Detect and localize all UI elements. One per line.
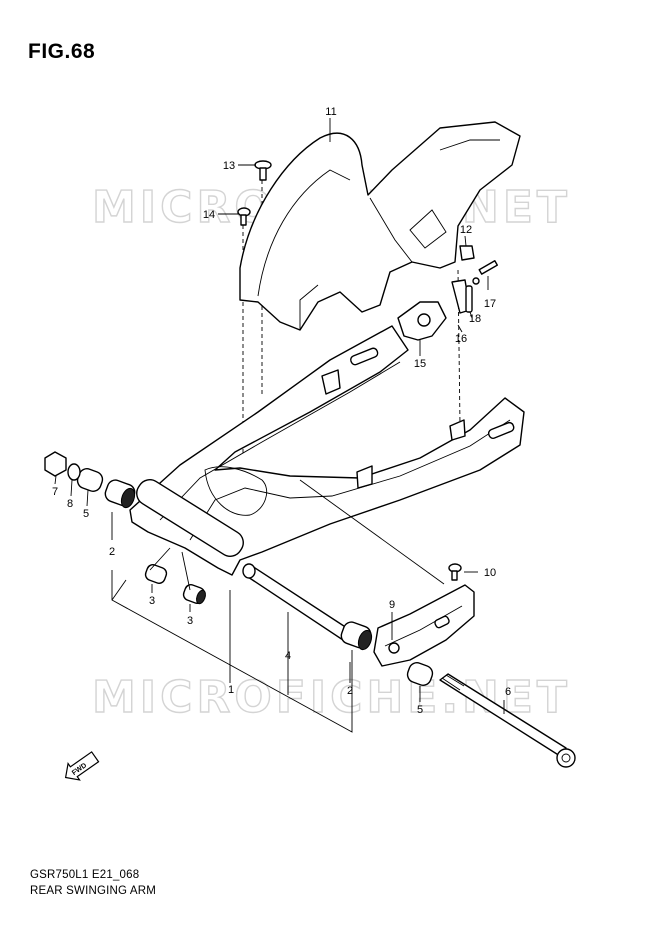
forward-arrow-icon: FWD [64, 751, 100, 781]
callout-2-right: 2 [347, 685, 353, 697]
callout-17: 17 [484, 298, 496, 310]
callout-1: 1 [228, 684, 234, 696]
callout-5-left: 5 [83, 508, 89, 520]
callout-9: 9 [389, 599, 395, 611]
adjuster-part-15 [397, 301, 447, 341]
nut-washer-parts-7-8 [44, 451, 81, 481]
callout-3-left: 3 [149, 595, 155, 607]
leader-lines [54, 118, 505, 714]
rear-fender-part-11 [239, 121, 521, 331]
callout-8: 8 [67, 498, 73, 510]
swing-arm-part-1 [129, 325, 525, 576]
callout-5-right: 5 [417, 704, 423, 716]
chain-guide-part-9 [373, 563, 475, 667]
callout-2-left: 2 [109, 546, 115, 558]
bolts-12-13-14-17 [237, 160, 498, 285]
callout-6: 6 [505, 686, 511, 698]
callout-10: 10 [484, 567, 496, 579]
footer-diagram-code: GSR750L1 E21_068 [30, 869, 140, 881]
figure-title: FIG.68 [28, 40, 96, 63]
bracket-part-16-18 [451, 279, 473, 314]
callout-3-right: 3 [187, 615, 193, 627]
pivot-shaft-part-4 [242, 563, 351, 641]
callout-13: 13 [223, 160, 235, 172]
footer-diagram-name: REAR SWINGING ARM [30, 885, 157, 897]
callout-11: 11 [325, 106, 336, 118]
callout-12: 12 [460, 224, 472, 236]
callout-16: 16 [455, 333, 467, 345]
callout-4: 4 [285, 650, 291, 662]
watermark-bottom: MICROFICHE.NET [92, 672, 571, 723]
callout-18: 18 [469, 313, 481, 325]
callout-14: 14 [203, 209, 215, 221]
callout-7: 7 [52, 486, 58, 498]
grouping-brackets [111, 547, 353, 733]
callout-numbers: 1 2 2 3 3 4 5 5 6 7 8 9 10 11 12 13 14 1… [52, 106, 511, 716]
callout-15: 15 [414, 358, 426, 370]
pivot-bolt-part-6 [439, 673, 576, 768]
